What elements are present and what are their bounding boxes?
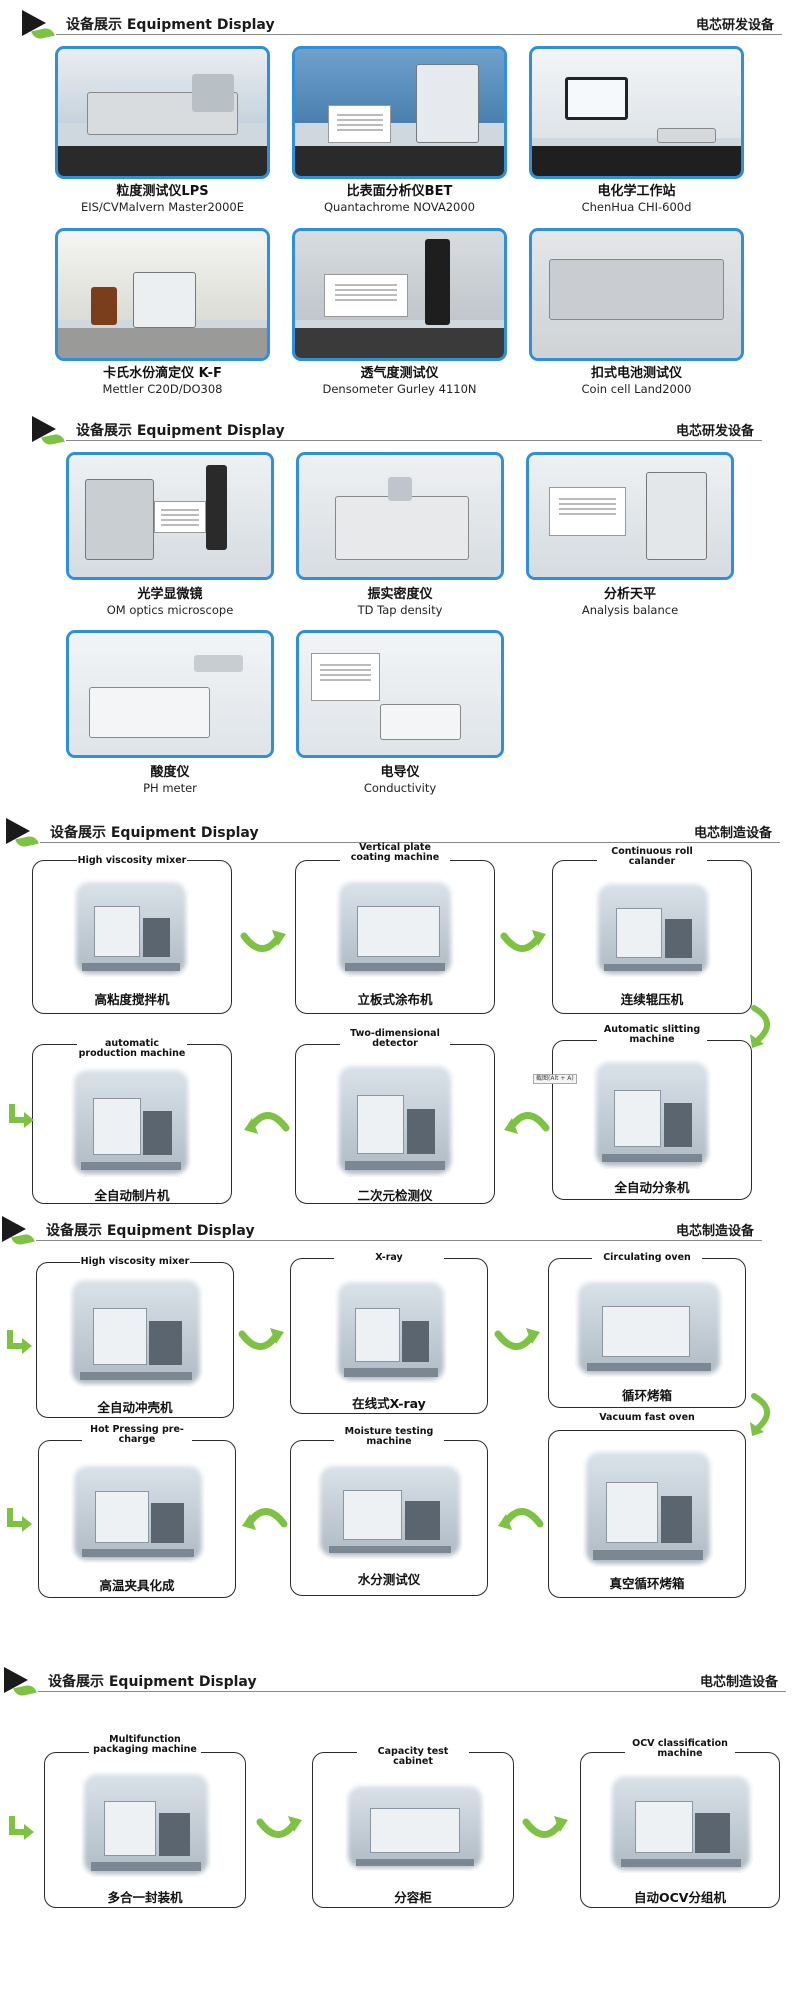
- flow-arrow-right-icon: [256, 1812, 304, 1846]
- process-ocv: OCV classification machine 自动OCV分组机: [580, 1739, 780, 1908]
- section-header-3: 设备展示 Equipment Display 电芯制造设备: [6, 818, 780, 849]
- flow-arrow-left-icon: [242, 1104, 290, 1138]
- machine-photo: [593, 1059, 711, 1169]
- section-category: 电芯制造设备: [675, 1224, 754, 1239]
- caption-conductivity: 电导仪 Conductivity: [363, 765, 437, 795]
- process-vacuum-oven: Vacuum fast oven 真空循环烤箱: [548, 1413, 746, 1598]
- caption-electrochemical: 电化学工作站 ChenHua CHI-600d: [581, 184, 692, 214]
- machine-photo: [345, 1783, 485, 1871]
- flow-arrow-right-icon: [240, 926, 288, 960]
- flow-arrow-down-icon: [748, 1392, 778, 1436]
- flow-arrow-down-icon: [748, 1004, 778, 1048]
- process-auto-punching: High viscosity mixer 全自动冲壳机: [36, 1257, 234, 1418]
- flow-arrow-right-icon: [238, 1324, 286, 1358]
- process-high-viscosity-mixer: High viscosity mixer 高粘度搅拌机: [32, 856, 232, 1014]
- screenshot-tooltip: 截图(Alt + A): [533, 1074, 577, 1084]
- photo-bet: [292, 46, 507, 179]
- caption-lps: 粒度测试仪LPS EIS/CVMalvern Master2000E: [80, 184, 245, 214]
- flow-arrow-out-icon: [4, 1100, 34, 1130]
- machine-photo: [317, 1463, 463, 1559]
- section-category: 电芯研发设备: [695, 18, 774, 33]
- photo-electrochemical: [529, 46, 744, 179]
- photo-gurley: [292, 228, 507, 361]
- machine-photo: [609, 1773, 753, 1873]
- photo-balance: [526, 452, 734, 580]
- header-divider: [56, 34, 782, 35]
- process-2d-detector: Two-dimensional detector 二次元检测仪: [295, 1029, 495, 1204]
- section-title: 设备展示 Equipment Display: [66, 17, 275, 33]
- photo-microscope: [66, 452, 274, 580]
- photo-coin-cell: [529, 228, 744, 361]
- caption-coin-cell: 扣式电池测试仪 Coin cell Land2000: [581, 366, 692, 396]
- photo-lps: [55, 46, 270, 179]
- flow-arrow-left-icon: [502, 1104, 550, 1138]
- header-divider: [38, 1691, 786, 1692]
- flow-arrow-right-icon: [522, 1812, 570, 1846]
- caption-balance: 分析天平 Analysis balance: [581, 587, 679, 617]
- process-auto-production: automatic production machine 全自动制片机: [32, 1039, 232, 1204]
- process-circulating-oven: Circulating oven 循环烤箱: [548, 1253, 746, 1408]
- caption-kf: 卡氏水份滴定仪 K-F Mettler C20D/DO308: [102, 366, 223, 396]
- header-divider: [66, 440, 762, 441]
- section-header-2: 设备展示 Equipment Display 电芯研发设备: [32, 416, 762, 447]
- section-header-5: 设备展示 Equipment Display 电芯制造设备: [4, 1667, 786, 1698]
- machine-photo: [336, 879, 454, 977]
- caption-gurley: 透气度测试仪 Densometer Gurley 4110N: [322, 366, 477, 396]
- photo-tap-density: [296, 452, 504, 580]
- section-category: 电芯研发设备: [675, 424, 754, 439]
- machine-photo: [335, 1279, 447, 1383]
- process-packaging: Multifunction packaging machine 多合一封装机: [44, 1735, 246, 1908]
- flow-arrow-in-icon: [2, 1326, 34, 1356]
- machine-photo: [69, 1277, 203, 1387]
- process-hot-pressing: Hot Pressing pre-charge 高温夹具化成: [38, 1425, 236, 1598]
- process-capacity-cabinet: Capacity test cabinet 分容柜: [312, 1747, 514, 1908]
- process-roll-calander: Continuous roll calander 连续辊压机: [552, 847, 752, 1014]
- machine-photo: [81, 1771, 211, 1877]
- caption-bet: 比表面分析仪BET Quantachrome NOVA2000: [323, 184, 475, 214]
- machine-photo: [336, 1063, 454, 1177]
- header-divider: [36, 1240, 762, 1241]
- section-title: 设备展示 Equipment Display: [50, 825, 259, 841]
- caption-tap-density: 振实密度仪 TD Tap density: [357, 587, 443, 617]
- section-title: 设备展示 Equipment Display: [46, 1223, 255, 1239]
- flow-arrow-out-icon: [2, 1504, 32, 1534]
- section-category: 电芯制造设备: [693, 826, 772, 841]
- flow-arrow-left-icon: [496, 1500, 544, 1534]
- machine-photo: [71, 1463, 205, 1563]
- process-slitting: Automatic slitting machine 全自动分条机: [552, 1025, 752, 1200]
- process-xray: X-ray 在线式X-ray: [290, 1253, 488, 1414]
- process-moisture-testing: Moisture testing machine 水分测试仪: [290, 1427, 488, 1596]
- machine-photo: [595, 881, 711, 977]
- caption-ph-meter: 酸度仪 PH meter: [143, 765, 197, 795]
- section-header-4: 设备展示 Equipment Display 电芯制造设备: [2, 1216, 762, 1247]
- header-divider: [40, 842, 780, 843]
- photo-conductivity: [296, 630, 504, 758]
- machine-photo: [71, 1067, 191, 1177]
- machine-photo: [583, 1449, 713, 1567]
- machine-photo: [73, 879, 189, 977]
- machine-photo: [575, 1279, 723, 1377]
- process-vertical-coating: Vertical plate coating machine 立板式涂布机: [295, 843, 495, 1014]
- flow-arrow-right-icon: [500, 926, 548, 960]
- photo-ph-meter: [66, 630, 274, 758]
- section-header-1: 设备展示 Equipment Display 电芯研发设备: [22, 10, 782, 41]
- flow-arrow-right-icon: [494, 1324, 542, 1358]
- flow-arrow-in-icon: [4, 1812, 36, 1842]
- section-title: 设备展示 Equipment Display: [76, 423, 285, 439]
- caption-microscope: 光学显微镜 OM optics microscope: [106, 587, 234, 617]
- section-title: 设备展示 Equipment Display: [48, 1674, 257, 1690]
- flow-arrow-left-icon: [240, 1500, 288, 1534]
- section-category: 电芯制造设备: [699, 1675, 778, 1690]
- photo-kf: [55, 228, 270, 361]
